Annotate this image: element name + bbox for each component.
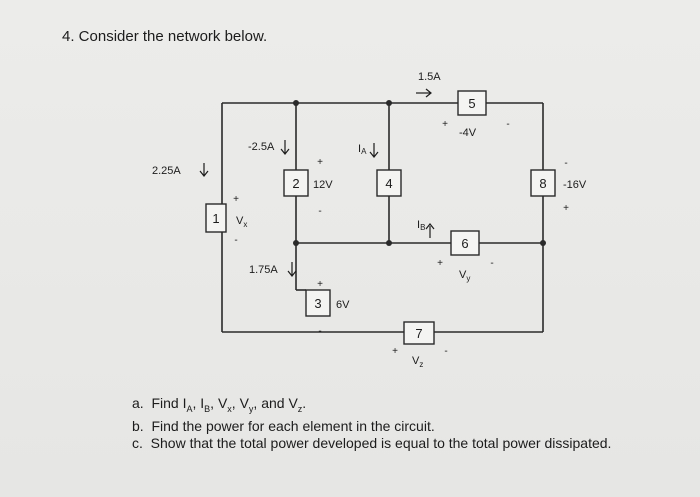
question-title: 4. Consider the network below. xyxy=(62,28,268,45)
svg-text:-: - xyxy=(444,346,447,357)
svg-text:+: + xyxy=(317,157,323,168)
node xyxy=(293,240,299,246)
polarity-marks: + - + - + - + - + - + - - + xyxy=(233,119,569,357)
element-3-box xyxy=(305,289,331,317)
svg-text:-: - xyxy=(506,119,509,130)
element-1-box xyxy=(205,203,227,233)
element-8-label: 8 xyxy=(539,176,546,191)
element-2-voltage: 12V xyxy=(313,179,333,191)
element-3-label: 3 xyxy=(314,296,321,311)
current-ib-label: IB xyxy=(417,219,425,232)
element-5-voltage: -4V xyxy=(459,127,477,139)
element-2-box xyxy=(283,169,309,197)
vy-label: Vy xyxy=(459,269,470,283)
current-ia-label: IA xyxy=(358,143,367,156)
element-6-label: 6 xyxy=(461,236,468,251)
svg-text:-: - xyxy=(490,258,493,269)
element-5-label: 5 xyxy=(468,96,475,111)
element-1-label: 1 xyxy=(212,211,219,226)
vx-label: Vx xyxy=(236,215,247,229)
node xyxy=(386,100,392,106)
element-3-voltage: 6V xyxy=(336,299,350,311)
junction-nodes xyxy=(293,100,546,246)
svg-text:-: - xyxy=(564,158,567,169)
svg-text:-: - xyxy=(318,206,321,217)
element-6-box xyxy=(450,230,480,256)
svg-text:+: + xyxy=(233,194,239,205)
current-1-75a: 1.75A xyxy=(249,264,278,276)
current-2-25a: 2.25A xyxy=(152,165,181,177)
node xyxy=(293,100,299,106)
element-4-box xyxy=(376,169,402,197)
current-minus-2-5a: -2.5A xyxy=(248,141,275,153)
svg-text:+: + xyxy=(442,119,448,130)
svg-text:+: + xyxy=(563,203,569,214)
task-c: c. Show that the total power developed i… xyxy=(132,434,612,451)
element-8-box xyxy=(530,169,556,197)
element-4-label: 4 xyxy=(385,176,392,191)
element-5-box xyxy=(457,90,487,116)
svg-text:+: + xyxy=(437,258,443,269)
svg-text:-: - xyxy=(234,235,237,246)
node xyxy=(386,240,392,246)
node xyxy=(540,240,546,246)
element-2-label: 2 xyxy=(292,176,299,191)
current-1-5a: 1.5A xyxy=(418,71,441,83)
svg-text:-: - xyxy=(318,326,321,337)
svg-text:+: + xyxy=(317,279,323,290)
task-a: a. Find IA, IB, Vx, Vy, and Vz. xyxy=(132,395,307,414)
element-8-voltage: -16V xyxy=(563,179,587,191)
task-list: a. Find IA, IB, Vx, Vy, and Vz. b. Find … xyxy=(132,395,611,452)
vz-label: Vz xyxy=(412,355,423,369)
svg-text:+: + xyxy=(392,346,398,357)
wires xyxy=(221,102,544,333)
circuit-diagram: 1 2 3 4 5 6 7 8 12V 6V -4V -16V Vx Vy Vz… xyxy=(152,71,587,369)
element-7-box xyxy=(403,321,435,345)
task-b: b. Find the power for each element in th… xyxy=(132,417,435,434)
element-7-label: 7 xyxy=(415,326,422,341)
